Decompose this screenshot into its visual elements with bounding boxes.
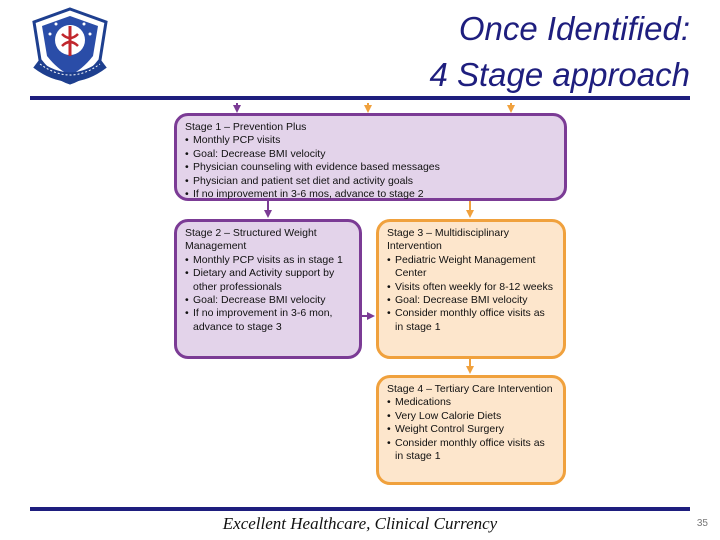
air-force-medical-service-emblem-icon xyxy=(32,7,108,85)
stage-4-bullets: Medications Very Low Calorie Diets Weigh… xyxy=(387,396,555,463)
slide-title-line-1: Once Identified: xyxy=(458,10,690,47)
stage-1-bullet: Goal: Decrease BMI velocity xyxy=(185,148,556,162)
footer-tagline: Excellent Healthcare, Clinical Currency xyxy=(222,514,498,533)
slide-title-line-2: 4 Stage approach xyxy=(429,56,690,93)
stage-1-bullet: Physician and patient set diet and activ… xyxy=(185,175,556,189)
stage-3-box: Stage 3 – Multidisciplinary Intervention… xyxy=(376,219,566,359)
stage-3-bullets: Pediatric Weight Management Center Visit… xyxy=(387,254,555,334)
stage-2-bullet: If no improvement in 3-6 mon, advance to… xyxy=(185,307,351,334)
stage-1-box: Stage 1 – Prevention Plus Monthly PCP vi… xyxy=(174,113,567,202)
stage-3-title: Stage 3 – Multidisciplinary Intervention xyxy=(387,227,509,253)
stage-4-title: Stage 4 – Tertiary Care Intervention xyxy=(387,383,553,395)
stage-2-bullet: Dietary and Activity support by other pr… xyxy=(185,267,351,294)
page-number: 35 xyxy=(696,518,708,529)
stage-1-title: Stage 1 – Prevention Plus xyxy=(185,121,307,133)
footer-divider xyxy=(30,507,690,511)
stage-1-bullet: If no improvement in 3-6 mos, advance to… xyxy=(185,188,556,202)
stage-2-bullets: Monthly PCP visits as in stage 1 Dietary… xyxy=(185,254,351,334)
stage-1-bullets: Monthly PCP visits Goal: Decrease BMI ve… xyxy=(185,134,556,201)
stage-2-box: Stage 2 – Structured Weight Management M… xyxy=(174,219,362,359)
stage-4-box: Stage 4 – Tertiary Care Intervention Med… xyxy=(376,375,566,485)
stage-3-bullet: Goal: Decrease BMI velocity xyxy=(387,294,555,308)
stage-4-bullet: Weight Control Surgery xyxy=(387,423,555,437)
stage-1-bullet: Physician counseling with evidence based… xyxy=(185,161,556,175)
stage-3-bullet: Visits often weekly for 8-12 weeks xyxy=(387,281,555,295)
stage-4-bullet: Very Low Calorie Diets xyxy=(387,410,555,424)
title-divider xyxy=(30,96,690,100)
stage-2-bullet: Goal: Decrease BMI velocity xyxy=(185,294,351,308)
stage-4-bullet: Consider monthly office visits as in sta… xyxy=(387,437,555,464)
stage-3-bullet: Consider monthly office visits as in sta… xyxy=(387,307,555,334)
stage-3-bullet: Pediatric Weight Management Center xyxy=(387,254,555,281)
stage-4-bullet: Medications xyxy=(387,396,555,410)
stage-2-bullet: Monthly PCP visits as in stage 1 xyxy=(185,254,351,268)
stage-1-bullet: Monthly PCP visits xyxy=(185,134,556,148)
stage-2-title: Stage 2 – Structured Weight Management xyxy=(185,227,317,253)
